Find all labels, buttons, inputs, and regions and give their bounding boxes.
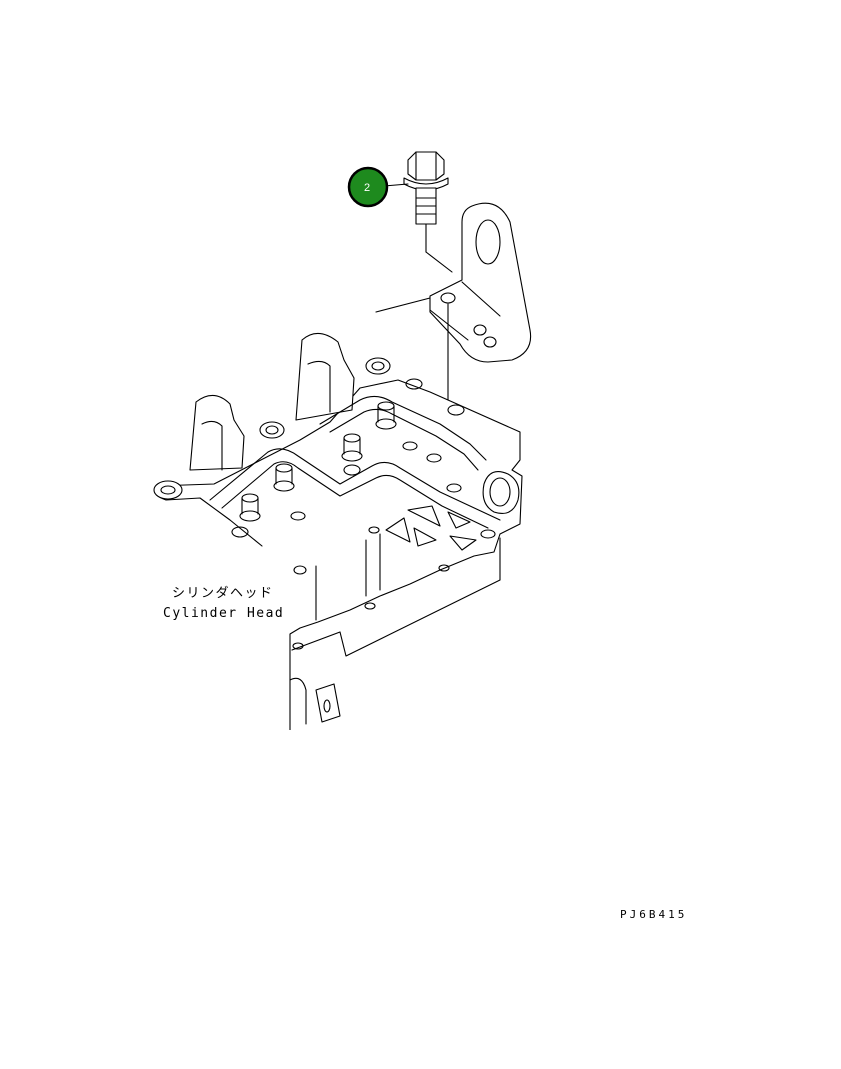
callout-2-circle bbox=[347, 166, 389, 208]
cylinder-head-label-jp: シリンダヘッド bbox=[172, 586, 274, 601]
callout-2-number: 2 bbox=[364, 182, 370, 194]
cylinder-head-label-en: Cylinder Head bbox=[163, 606, 284, 621]
drawing-code: PJ6B415 bbox=[620, 908, 687, 921]
bracket-leader-line bbox=[375, 297, 431, 313]
cylinder-head-part bbox=[153, 332, 523, 730]
bracket-part bbox=[429, 202, 532, 363]
callout-2[interactable]: 2 bbox=[347, 166, 389, 208]
bolt-part bbox=[403, 151, 453, 273]
